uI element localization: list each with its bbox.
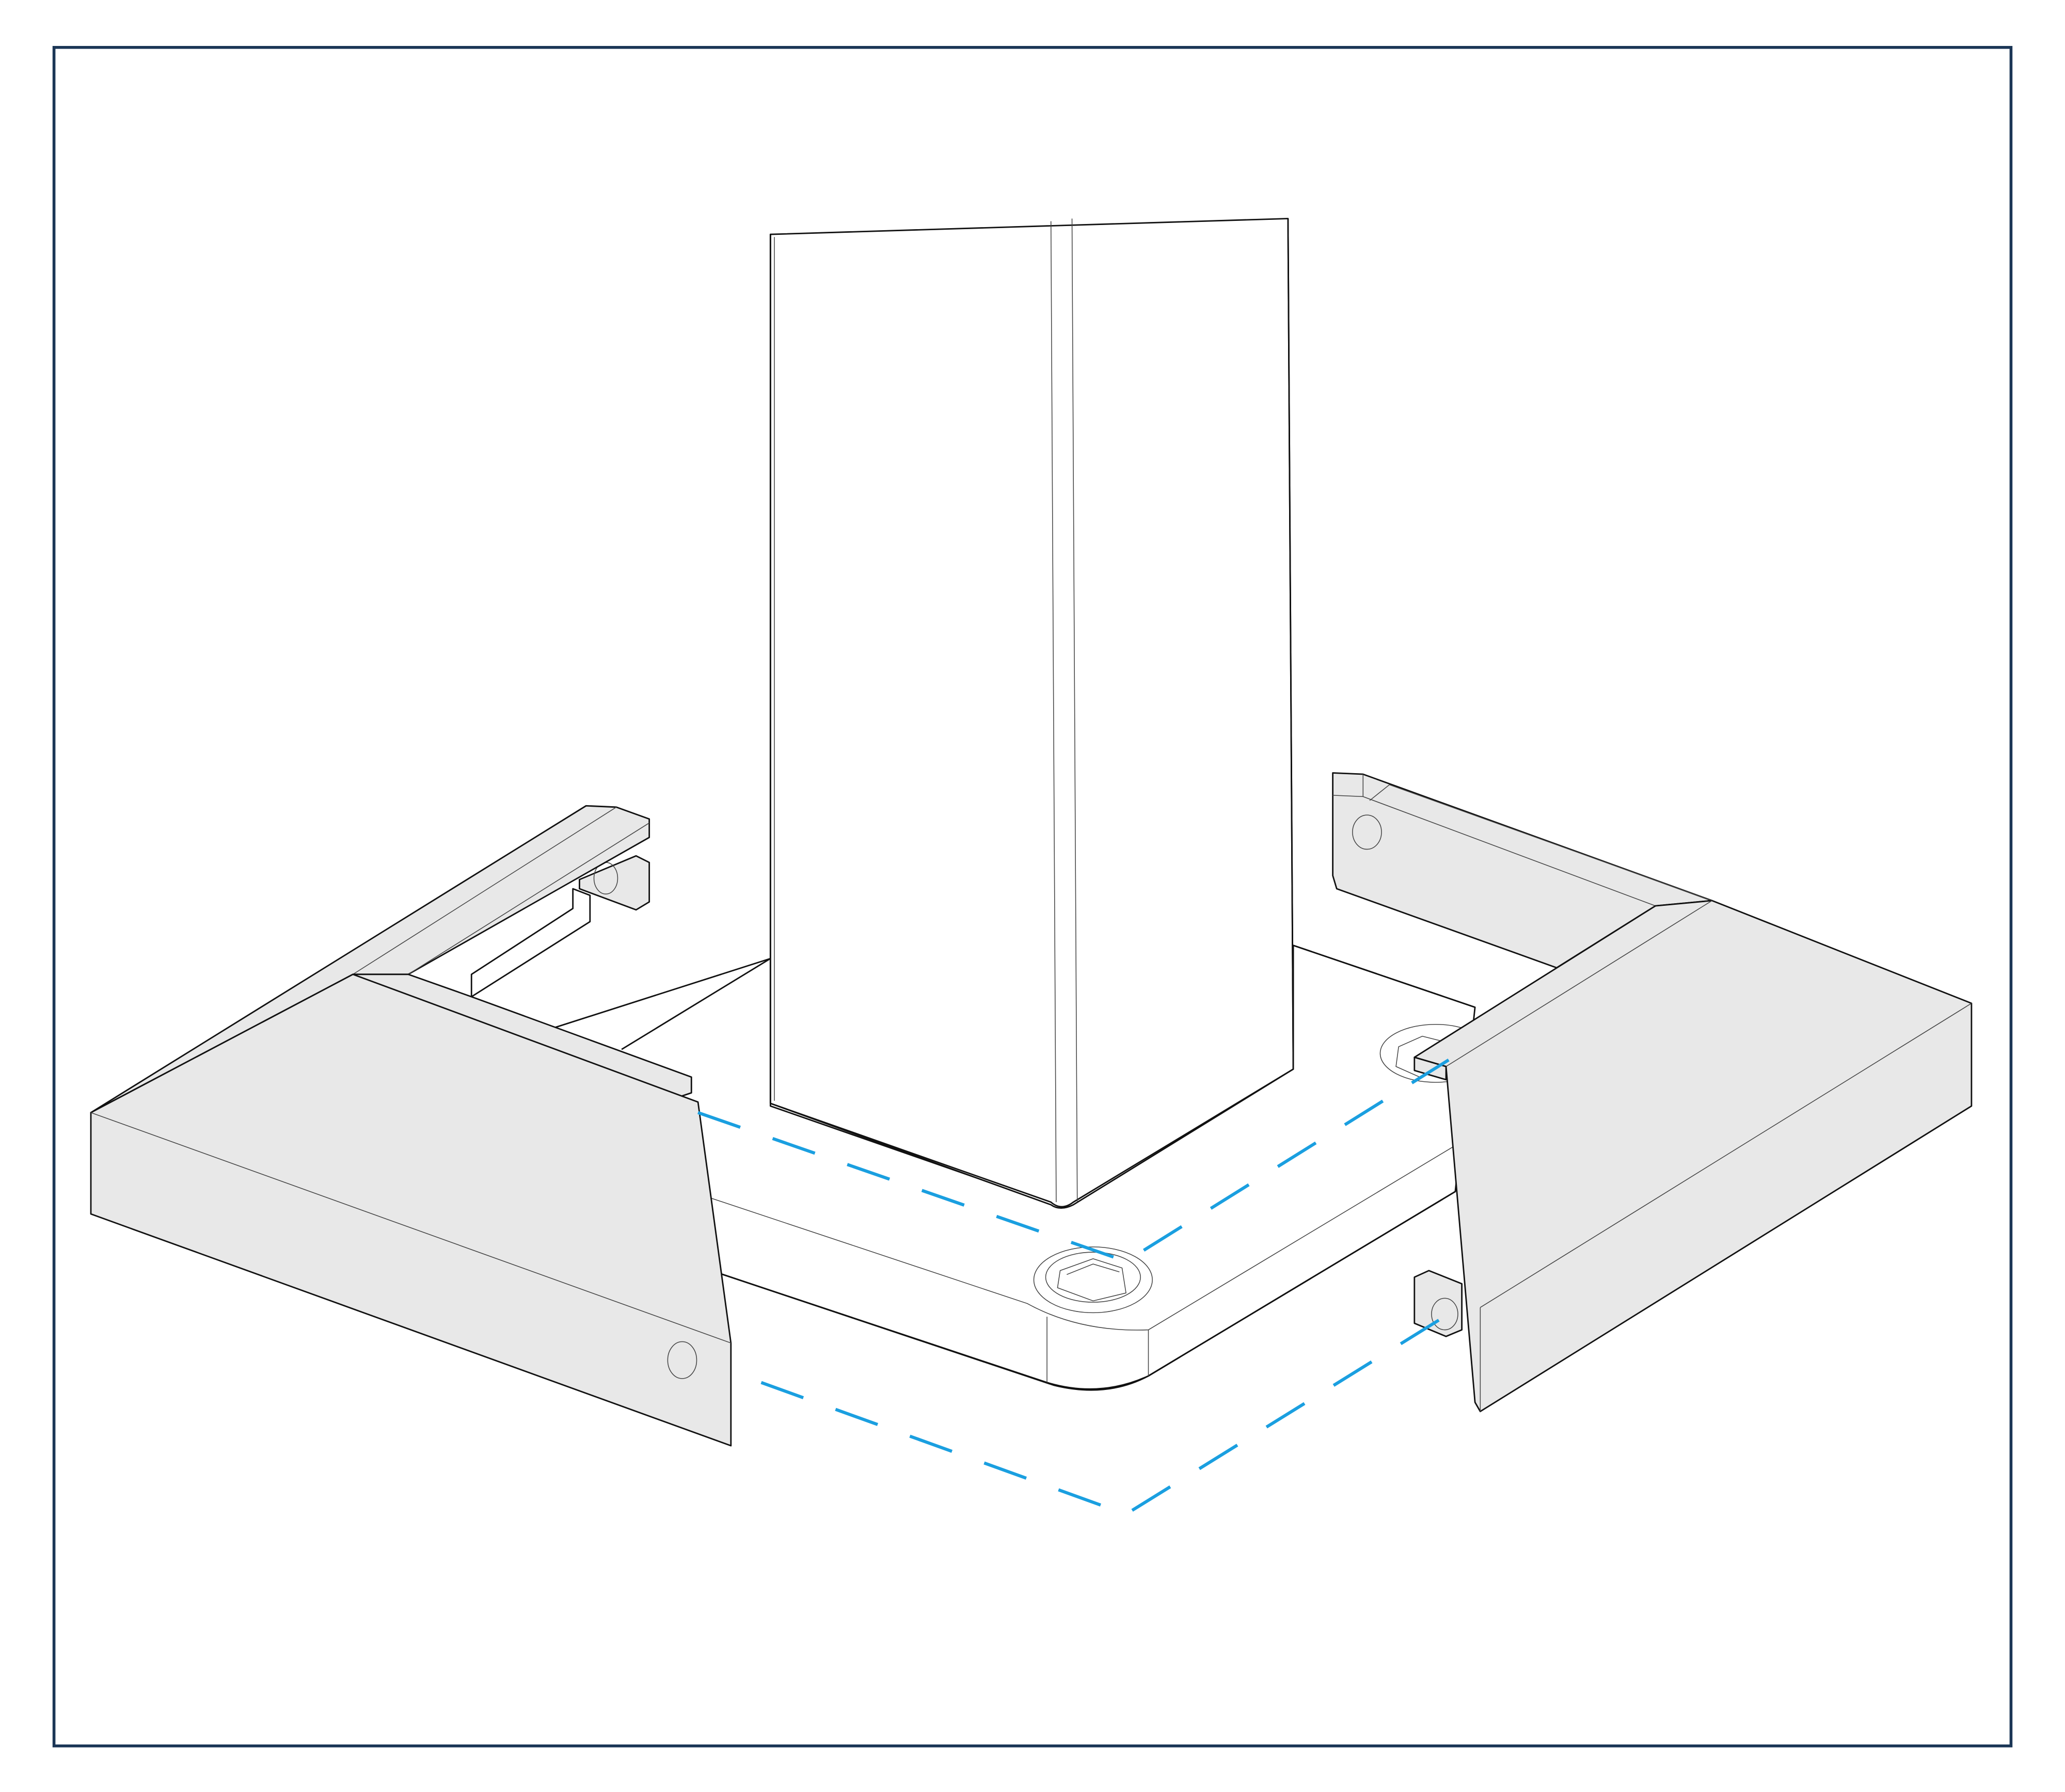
hex-socket-bolt (1033, 1246, 1153, 1314)
square-post (769, 218, 1294, 1209)
corner-cover-left (90, 805, 732, 1447)
assembly-guide-lines (697, 1059, 1450, 1516)
corner-cover-right (1332, 772, 1973, 1413)
